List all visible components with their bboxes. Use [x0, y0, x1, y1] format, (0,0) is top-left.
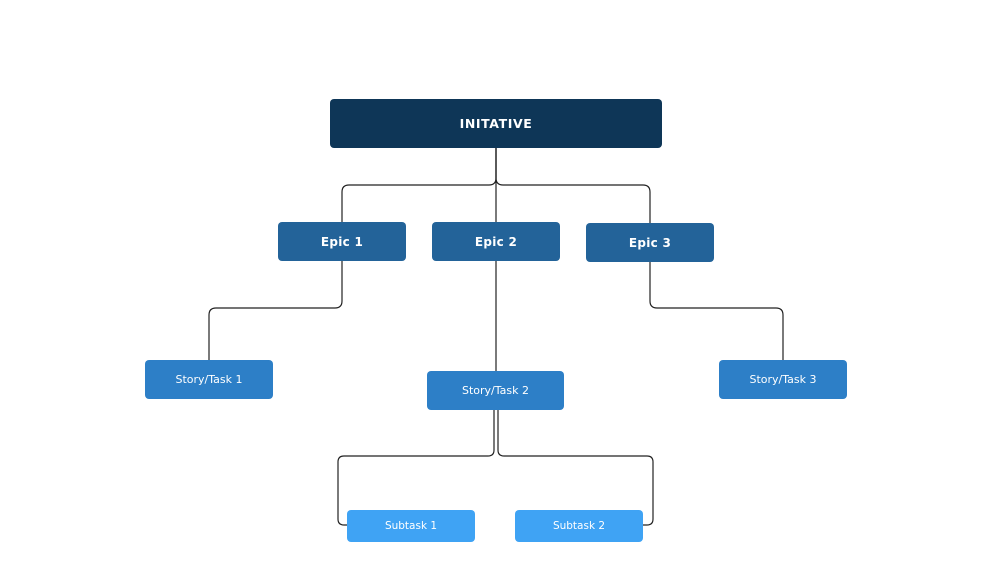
subtask-1-node[interactable]: Subtask 1 [347, 510, 475, 542]
epic-2-label: Epic 2 [474, 234, 518, 249]
epic-1-label: Epic 1 [320, 234, 364, 249]
initiative-node[interactable]: INITATIVE [330, 99, 662, 148]
story-task-3-label: Story/Task 3 [749, 373, 817, 386]
subtask-2-label: Subtask 2 [552, 520, 606, 532]
connector-epic-1-story-1 [208, 261, 343, 360]
epic-3-label: Epic 3 [628, 235, 672, 250]
connector-epic-3-story-3 [649, 262, 784, 360]
epic-1-node[interactable]: Epic 1 [278, 222, 406, 261]
story-task-1-node[interactable]: Story/Task 1 [145, 360, 273, 399]
story-task-2-label: Story/Task 2 [462, 384, 529, 397]
connector-story-2-subtask-1 [337, 410, 495, 526]
connector-story-2-subtask-2 [497, 410, 654, 526]
epic-2-node[interactable]: Epic 2 [432, 222, 560, 261]
story-task-2-node[interactable]: Story/Task 2 [427, 371, 564, 410]
subtask-2-node[interactable]: Subtask 2 [515, 510, 643, 542]
initiative-label: INITATIVE [459, 116, 533, 131]
story-task-3-node[interactable]: Story/Task 3 [719, 360, 847, 399]
story-task-1-label: Story/Task 1 [175, 373, 243, 386]
epic-3-node[interactable]: Epic 3 [586, 223, 714, 262]
connector-root-epic-3 [495, 148, 651, 223]
subtask-1-label: Subtask 1 [384, 520, 438, 532]
connector-root-epic-1 [341, 148, 497, 222]
